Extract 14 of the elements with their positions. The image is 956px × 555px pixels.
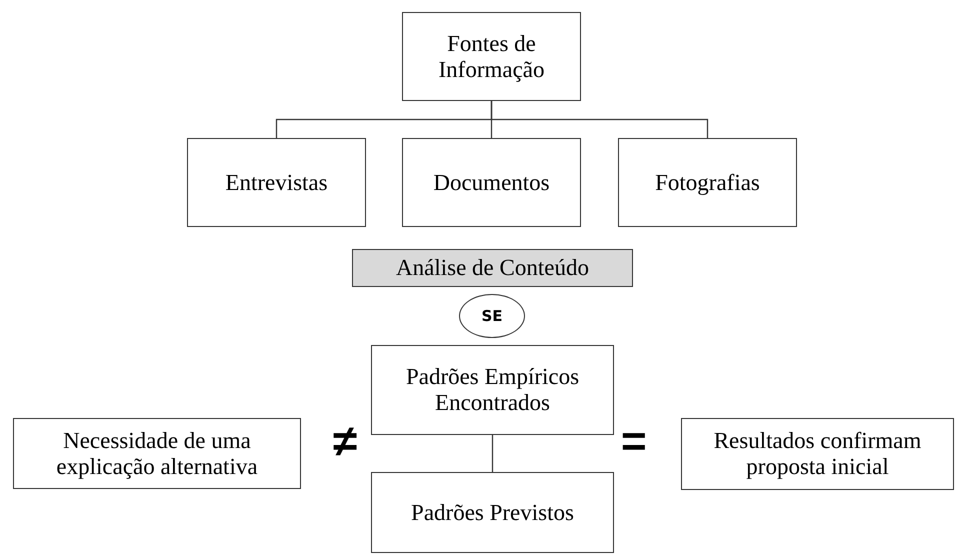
- process-box: Análise de Conteúdo: [352, 249, 633, 287]
- connector-line: [490, 101, 708, 138]
- equal-sign: =: [621, 420, 647, 464]
- process-box: Padrões Previstos: [371, 472, 614, 553]
- process-box: Padrões Empíricos Encontrados: [371, 345, 614, 435]
- process-box: Documentos: [402, 138, 581, 227]
- process-box: Necessidade de uma explicação alternativa: [13, 418, 301, 489]
- process-box: Fotografias: [618, 138, 797, 227]
- connector-line: [492, 435, 494, 472]
- process-box: Fontes de Informação: [402, 12, 581, 101]
- not-equal-sign: ≠: [333, 420, 358, 464]
- process-box: Entrevistas: [187, 138, 366, 227]
- condition-ellipse: SE: [459, 294, 525, 338]
- process-box: Resultados confirmam proposta inicial: [681, 418, 954, 490]
